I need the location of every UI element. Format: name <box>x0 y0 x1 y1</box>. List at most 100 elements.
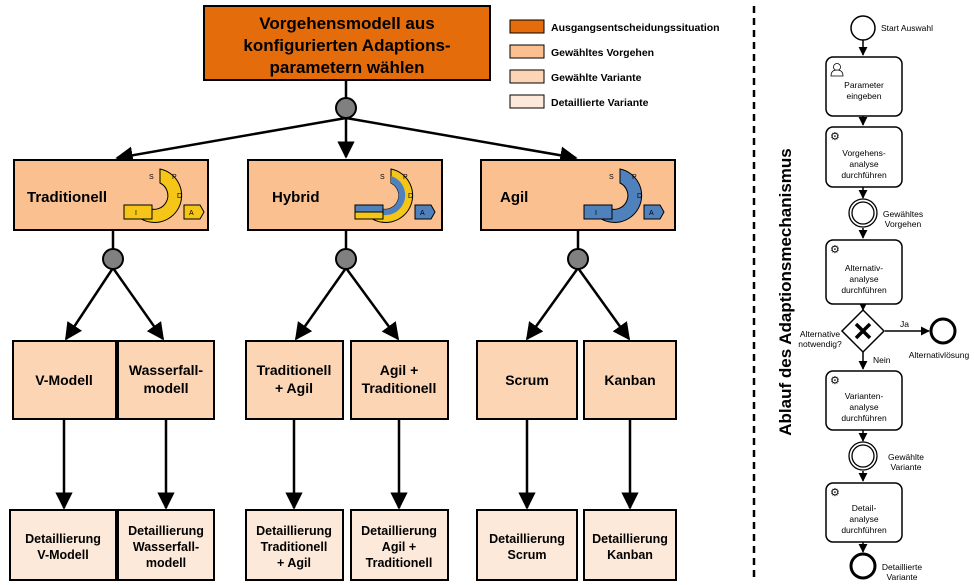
bpmn-task-variant-1: Varianten- <box>845 391 884 401</box>
svg-text:I: I <box>135 210 137 217</box>
bpmn-event-chosen-variant-1: Gewählte <box>888 452 924 462</box>
bpmn-end-alternative <box>929 317 957 345</box>
bpmn-event-chosen-approach-1: Gewähltes <box>883 209 923 219</box>
bpmn-process: Start Auswahl Parameter eingeben ⚙ Vorge… <box>798 15 970 582</box>
bpmn-end-detailed-1: Detaillierte <box>882 562 922 572</box>
legend-swatch-start <box>509 19 545 34</box>
top-connectors <box>115 80 578 164</box>
variant-label-scrum: Scrum <box>505 372 549 388</box>
legend-label-variant: Gewählte Variante <box>551 72 642 84</box>
detail-boxes: Detaillierung V-Modell Detaillierung Was… <box>9 509 677 581</box>
approach-label-hybrid: Hybrid <box>272 189 320 206</box>
detail-label-trad-agile-1: Detaillierung <box>256 524 332 538</box>
variant-label-waterfall-2: modell <box>143 380 188 396</box>
process-title: Ablauf des Adaptionsmechanismus <box>776 148 795 435</box>
detail-box-agile-trad <box>350 509 449 581</box>
bpmn-task-variant-3: durchführen <box>841 413 887 423</box>
legend-label-chosen: Gewähltes Vorgehen <box>551 47 654 59</box>
detail-label-vmodel-1: Detaillierung <box>25 532 101 546</box>
bpmn-task-alternative-1: Alternativ- <box>845 263 883 273</box>
bpmn-task-alternative-2: analyse <box>849 274 879 284</box>
level2-connectors <box>55 419 639 510</box>
bpmn-task-alternative-3: durchführen <box>841 285 887 295</box>
bpmn-gateway-question-2: notwendig? <box>798 339 842 349</box>
svg-text:P: P <box>403 174 408 181</box>
bpmn-task-detail-2: analyse <box>849 514 879 524</box>
svg-text:S: S <box>380 174 385 181</box>
bpmn-task-detail-3: durchführen <box>841 525 887 535</box>
bpmn-event-chosen-variant <box>848 441 878 471</box>
approach-label-agile: Agil <box>500 189 528 206</box>
svg-text:P: P <box>172 174 177 181</box>
detail-box-vmodel <box>9 509 117 581</box>
bpmn-task-parameter <box>825 56 903 117</box>
detail-label-agile-trad-3: Traditionell <box>366 556 433 570</box>
bpmn-end-alternative-label: Alternativlösung <box>909 350 970 360</box>
variant-label-kanban: Kanban <box>604 372 655 388</box>
split-node-traditional <box>102 248 124 270</box>
detail-label-waterfall-2: Wasserfall- <box>133 540 199 554</box>
svg-text:A: A <box>420 210 425 217</box>
legend-swatch-chosen <box>509 44 545 59</box>
bpmn-end-detailed-variant <box>849 552 877 580</box>
method-icon-traditional: S P D I A <box>123 168 205 223</box>
bpmn-end-detailed-2: Variante <box>886 572 917 582</box>
gear-icon: ⚙ <box>830 375 840 387</box>
start-decision-box <box>203 5 491 81</box>
detail-label-trad-agile-2: Traditionell <box>261 540 328 554</box>
bpmn-task-procedure-2: analyse <box>849 159 879 169</box>
detail-label-agile-trad-2: Agil + <box>382 540 416 554</box>
detail-box-scrum <box>476 509 578 581</box>
bpmn-gateway-no: Nein <box>873 355 891 365</box>
variant-label-agile-trad-1: Agil + <box>380 362 419 378</box>
bpmn-task-variant-2: analyse <box>849 402 879 412</box>
variant-label-vmodel: V-Modell <box>35 372 93 388</box>
variant-label-waterfall-1: Wasserfall- <box>129 362 204 378</box>
bpmn-task-alternative-analysis <box>825 239 903 305</box>
svg-text:D: D <box>637 193 642 200</box>
svg-text:S: S <box>149 174 154 181</box>
start-box-line-3: parametern wählen <box>270 58 425 77</box>
start-box-line-2: konfigurierten Adaptions- <box>243 36 450 55</box>
legend-label-start: Ausgangsentscheidungssituation <box>551 22 720 34</box>
variant-box-waterfall <box>117 340 215 420</box>
bpmn-task-detail-analysis <box>825 482 903 543</box>
detail-box-kanban <box>583 509 677 581</box>
bpmn-gateway-yes: Ja <box>900 319 909 329</box>
approach-box-agile <box>480 159 676 231</box>
bpmn-task-detail-1: Detail- <box>852 503 877 513</box>
detail-label-vmodel-2: V-Modell <box>37 548 88 562</box>
legend-label-detailed: Detaillierte Variante <box>551 97 649 109</box>
variant-label-agile-trad-2: Traditionell <box>362 380 437 396</box>
bpmn-task-procedure-3: durchführen <box>841 170 887 180</box>
detail-label-waterfall-1: Detaillierung <box>128 524 204 538</box>
legend-swatch-variant <box>509 69 545 84</box>
bpmn-gateway-question-1: Alternative <box>800 329 840 339</box>
start-box-line-1: Vorgehensmodell aus <box>259 14 434 33</box>
bpmn-start-label: Start Auswahl <box>881 23 933 33</box>
svg-text:A: A <box>189 210 194 217</box>
approach-label-traditional: Traditionell <box>27 189 107 206</box>
user-icon <box>830 63 844 77</box>
svg-text:S: S <box>609 174 614 181</box>
bpmn-start-event <box>850 15 876 41</box>
split-node-hybrid <box>335 248 357 270</box>
legend-swatch-detailed <box>509 94 545 109</box>
split-node-agile <box>567 248 589 270</box>
bpmn-task-procedure-1: Vorgehens- <box>842 148 886 158</box>
svg-text:P: P <box>632 174 637 181</box>
gateway-x-icon <box>854 322 872 340</box>
bpmn-event-chosen-approach-2: Vorgehen <box>885 219 922 229</box>
variant-label-trad-agile-1: Traditionell <box>257 362 332 378</box>
svg-text:D: D <box>177 193 182 200</box>
gear-icon: ⚙ <box>830 487 840 499</box>
detail-label-kanban-2: Kanban <box>607 548 653 562</box>
variant-boxes: V-Modell Wasserfall- modell Traditionell… <box>12 340 677 420</box>
bpmn-task-variant-analysis <box>825 370 903 431</box>
svg-text:A: A <box>649 210 654 217</box>
gear-icon: ⚙ <box>830 131 840 143</box>
bpmn-task-parameter-1: Parameter <box>844 80 884 90</box>
variant-box-vmodel <box>12 340 117 420</box>
detail-label-agile-trad-1: Detaillierung <box>361 524 437 538</box>
